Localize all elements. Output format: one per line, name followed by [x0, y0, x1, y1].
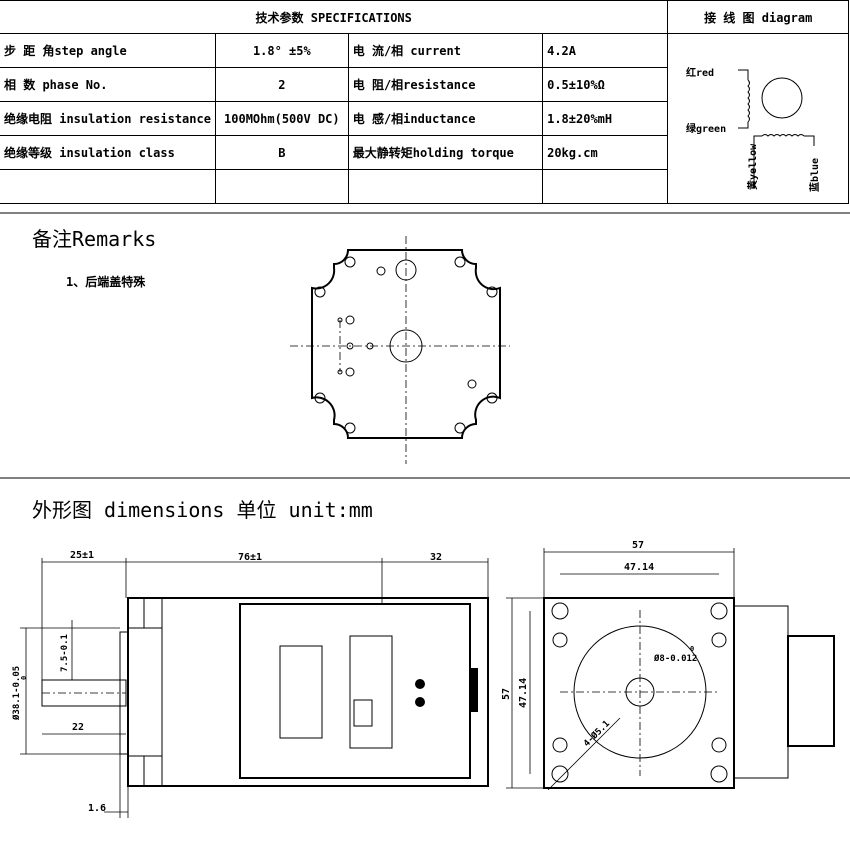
remarks-item: 1、后端盖特殊	[66, 275, 146, 289]
spec-value: 100MOhm(500V DC)	[214, 101, 349, 136]
spec-value	[214, 169, 349, 204]
dimensions-title: 外形图 dimensions 单位 unit:mm	[32, 498, 373, 522]
remarks-title: 备注Remarks	[32, 227, 157, 251]
spec-label: 电 感/相inductance	[347, 101, 544, 136]
dim-22: 22	[72, 722, 85, 733]
coil-a	[747, 79, 750, 123]
spec-value: B	[214, 135, 349, 170]
dim-4714-top: 47.14	[624, 562, 655, 573]
spec-value	[542, 169, 669, 204]
spec-label: 绝缘电阻 insulation resistance	[0, 101, 216, 136]
spec-label: 电 阻/相resistance	[347, 67, 544, 102]
spec-value: 4.2A	[542, 33, 669, 68]
motor-front-view	[506, 548, 835, 791]
spec-table: 技术参数 SPECIFICATIONS 接 线 图 diagram 步 距 角s…	[0, 0, 849, 204]
dim-8-sup: 0	[690, 645, 695, 653]
spec-label	[347, 169, 544, 204]
dim-76: 76±1	[238, 552, 263, 563]
wire-red-label: 红red	[686, 68, 715, 79]
spec-value: 1.8° ±5%	[214, 33, 349, 68]
motor-side-view	[20, 558, 489, 818]
motor-circle	[761, 77, 803, 119]
wiring-diagram	[738, 69, 815, 188]
dim-25: 25±1	[70, 550, 95, 561]
connector-block	[349, 635, 393, 749]
spec-label: 绝缘等级 insulation class	[0, 135, 216, 170]
spec-label: 最大静转矩holding torque	[347, 135, 544, 170]
wiring-title: 接 线 图 diagram	[667, 0, 849, 34]
spec-label	[0, 169, 216, 204]
dim-8: Ø8-0.012	[654, 654, 698, 664]
dim-1-6: 1.6	[88, 803, 107, 814]
spec-title: 技术参数 SPECIFICATIONS	[0, 0, 669, 34]
rear-end-cap-drawing	[290, 236, 510, 464]
wire-green-label: 绿green	[686, 124, 727, 135]
connector-block	[279, 645, 323, 739]
dim-32: 32	[430, 552, 443, 563]
wiring-diagram-cell	[667, 33, 849, 204]
spec-value: 0.5±10%Ω	[542, 67, 669, 102]
dim-57-top: 57	[632, 540, 645, 551]
coil-b	[761, 134, 805, 137]
